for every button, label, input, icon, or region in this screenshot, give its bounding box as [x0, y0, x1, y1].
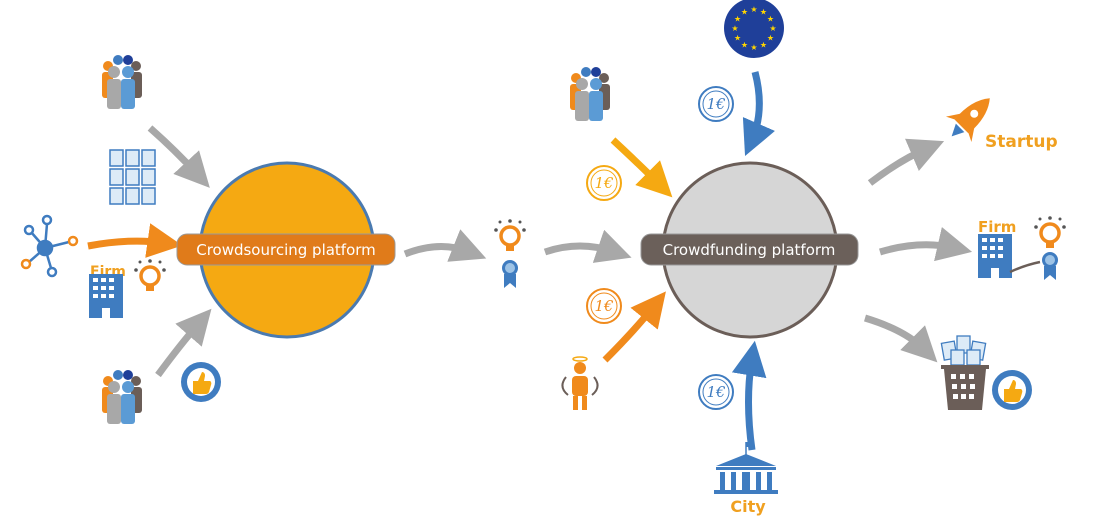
firm-building-icon: [89, 274, 123, 318]
eu-star-icon: ★: [767, 15, 774, 24]
arrow-crowdfunding-to-firm: [878, 227, 973, 262]
arrow-idea-to-crowdfunding: [543, 229, 632, 263]
idea-transfer-arrow: [1009, 260, 1041, 274]
arrow-crowdfunding-to-startup: [867, 138, 945, 186]
arrows: [87, 71, 973, 451]
crowdsourcing-label: Crowdsourcing platform: [196, 241, 376, 259]
arrow-angel-to-crowdfunding: [602, 291, 666, 363]
coin-icon: 1€: [698, 374, 734, 410]
idea-bulb-icon: [1032, 214, 1068, 250]
award-ribbon-icon: [502, 260, 518, 288]
city-hall-icon: [714, 442, 778, 494]
startup-label: Startup: [985, 132, 1058, 152]
crowdfunding-platform: Crowdfunding platform: [640, 161, 859, 339]
eu-star-icon: ★: [750, 43, 757, 52]
crowd-icon: [570, 67, 610, 121]
arrow-crowd-to-crowdfunding: [610, 137, 673, 198]
arrow-crowdsourcing-to-idea: [403, 229, 487, 262]
city-label: City: [730, 497, 766, 516]
business-angel-icon: [561, 356, 599, 410]
eu-star-icon: ★: [734, 34, 741, 43]
arrow-network-to-crowdsourcing: [87, 223, 183, 258]
svg-text:1€: 1€: [706, 383, 726, 401]
wastebasket-icon: [940, 335, 989, 410]
arrow-people-to-crowdsourcing: [147, 125, 210, 188]
eu-star-icon: ★: [750, 5, 757, 14]
eu-star-icon: ★: [769, 24, 776, 33]
crowd-icon: [102, 370, 142, 424]
eu-star-icon: ★: [741, 40, 748, 49]
eu-star-icon: ★: [741, 8, 748, 17]
eu-star-icon: ★: [734, 15, 741, 24]
network-icon: [20, 214, 79, 278]
idea-bulb-icon: [132, 257, 168, 293]
eu-star-icon: ★: [760, 40, 767, 49]
svg-text:1€: 1€: [594, 174, 614, 192]
arrow-city-to-crowdfunding: [731, 340, 767, 451]
crowdfunding-label: Crowdfunding platform: [663, 241, 836, 259]
firm-building-icon: [978, 234, 1012, 278]
eu-star-icon: ★: [731, 24, 738, 33]
thumbs-up-badge-icon: [181, 362, 221, 402]
arrow-eu-to-crowdfunding: [742, 71, 776, 157]
svg-text:1€: 1€: [706, 95, 726, 113]
coin-icon: 1€: [586, 288, 622, 324]
crowdsourcing-platform: Crowdsourcing platform: [176, 161, 396, 339]
eu-flag-icon: ★★★★★★★★★★★★: [724, 0, 784, 58]
award-ribbon-icon: [1042, 252, 1058, 280]
crowd-icon: [102, 55, 142, 109]
eu-star-icon: ★: [767, 34, 774, 43]
arrow-crowd-to-crowdsourcing: [155, 308, 212, 378]
coin-icon: 1€: [586, 165, 622, 201]
idea-bulb-icon: [492, 217, 528, 253]
thumbs-up-badge-icon: [992, 370, 1032, 410]
arrow-crowdfunding-to-basket: [863, 314, 938, 363]
eu-star-icon: ★: [760, 8, 767, 17]
firm-right-label: Firm: [978, 218, 1016, 236]
svg-text:1€: 1€: [594, 297, 614, 315]
certificates-icon: [109, 149, 156, 205]
coin-icon: 1€: [698, 86, 734, 122]
